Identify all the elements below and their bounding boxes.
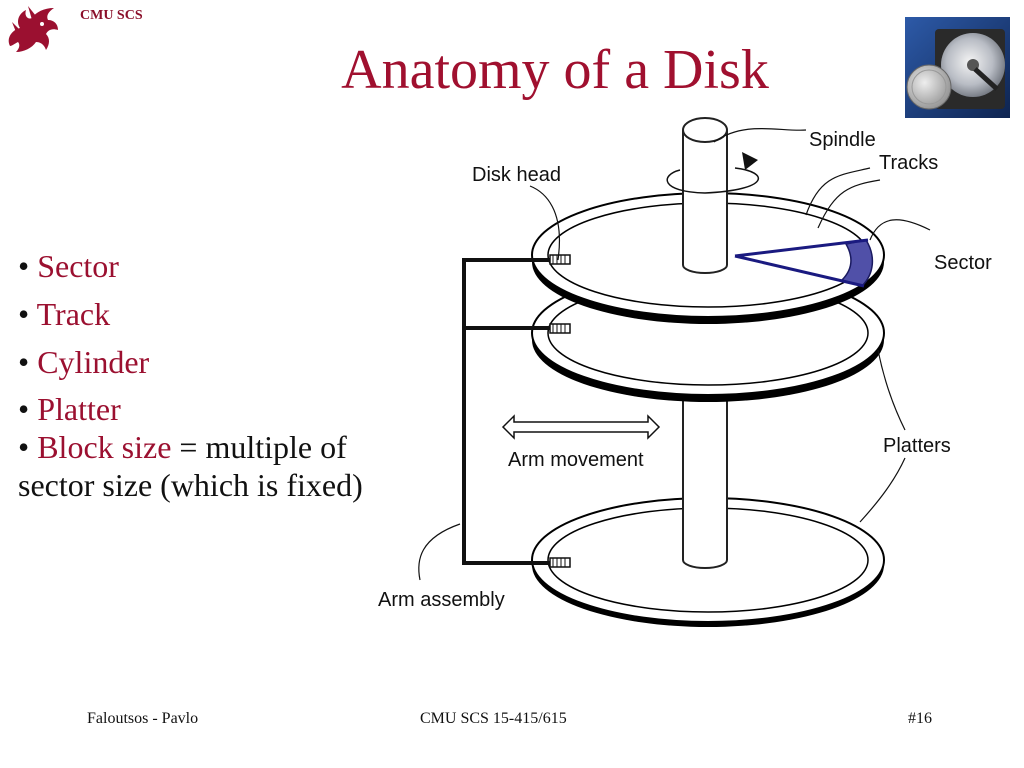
leader-lines (418, 127, 931, 581)
bullet-cylinder-label: Cylinder (37, 343, 150, 380)
bullet-platter-label: Platter (37, 391, 121, 428)
label-spindle: Spindle (809, 129, 876, 151)
bullet-block-size: • Block size = multiple of sector size (… (18, 429, 363, 503)
bullet-block-size-rest: = multiple of sector size (which is fixe… (18, 429, 363, 503)
label-platters: Platters (883, 435, 951, 457)
bullet-sector-label: Sector (37, 248, 119, 284)
arm-movement-arrow (501, 414, 661, 440)
label-arm-assembly: Arm assembly (378, 589, 505, 611)
bullet-block-size-term: Block size (37, 429, 172, 465)
platter-bottom (531, 480, 885, 627)
hard-disk-photo-icon (905, 17, 1010, 118)
bullet-platter: • Platter (18, 391, 121, 428)
bullet-track: • Track (18, 295, 111, 332)
spindle-upper (666, 117, 759, 274)
bullet-list: • Sector • Track • Cylinder • Platter • … (18, 248, 398, 515)
header-org-label: CMU SCS (80, 8, 143, 23)
label-arm-movement: Arm movement (508, 449, 644, 471)
bullet-sector: • Sector (18, 248, 119, 284)
label-sector: Sector (934, 252, 992, 274)
arm-assembly (462, 254, 571, 568)
footer-authors: Faloutsos - Pavlo (87, 710, 199, 727)
footer-course: CMU SCS 15-415/615 (420, 710, 567, 727)
sector-highlight (734, 238, 874, 288)
label-tracks: Tracks (879, 152, 938, 174)
page-title: Anatomy of a Disk (341, 39, 769, 101)
footer-slide-number: #16 (908, 710, 932, 727)
dragon-logo-icon (8, 6, 59, 52)
bullet-cylinder: • Cylinder (18, 343, 150, 380)
label-disk-head: Disk head (472, 164, 561, 186)
bullet-track-label: Track (36, 295, 111, 332)
